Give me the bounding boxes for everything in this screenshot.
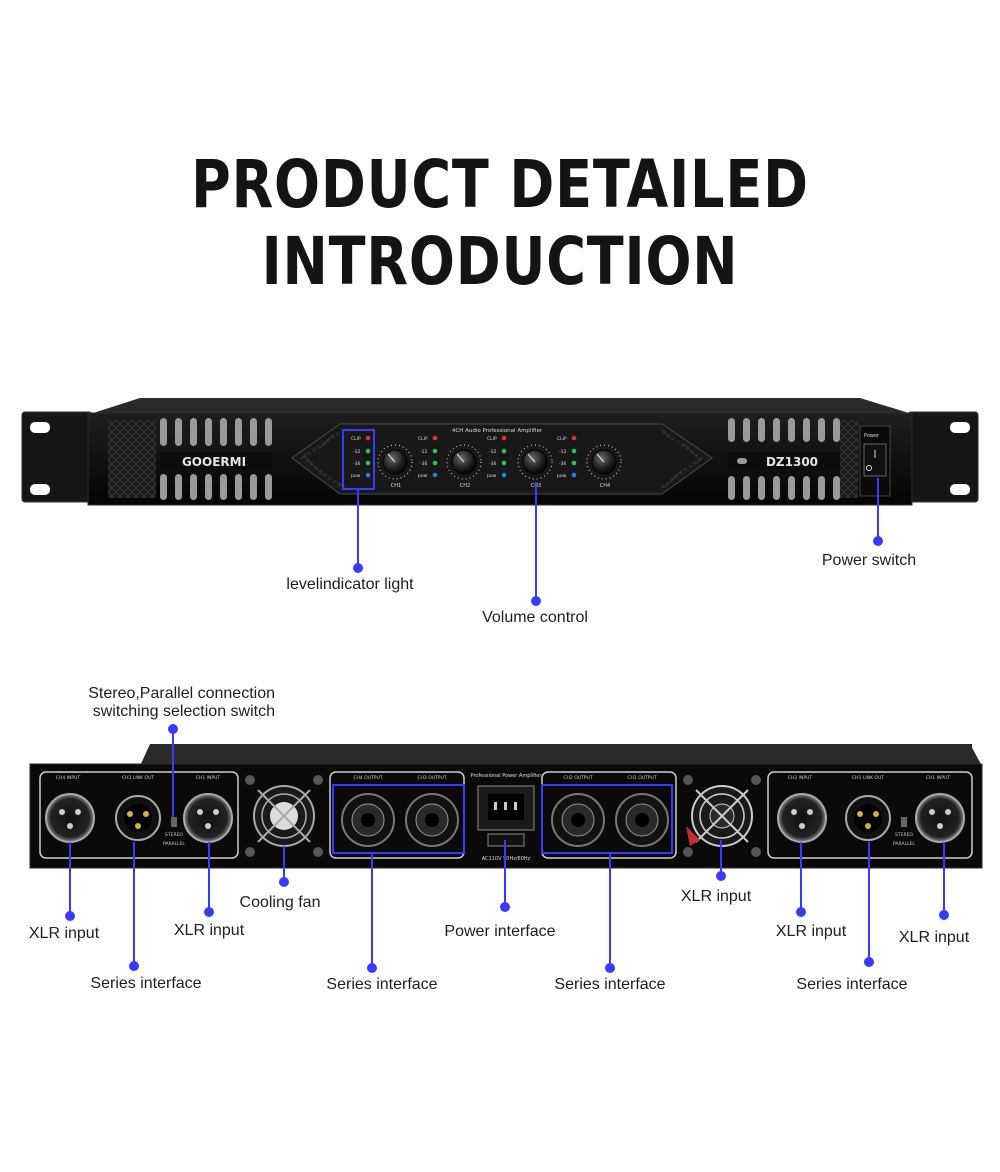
callout-series-interface-1: Series interface bbox=[90, 975, 202, 992]
power-text: Power bbox=[864, 433, 880, 439]
svg-text:CLIP: CLIP bbox=[418, 436, 428, 442]
svg-text:CH2 OUTPUT: CH2 OUTPUT bbox=[563, 775, 592, 781]
svg-text:-12: -12 bbox=[420, 449, 427, 455]
svg-text:CH2: CH2 bbox=[460, 483, 470, 489]
svg-text:-12: -12 bbox=[489, 449, 496, 455]
svg-text:CH1 INPUT: CH1 INPUT bbox=[926, 775, 951, 781]
callout-series-interface-2: Series interface bbox=[326, 976, 438, 993]
rear-callout-lines bbox=[65, 724, 949, 973]
svg-text:-12: -12 bbox=[353, 449, 360, 455]
callout-level-indicator: levelindicator light bbox=[286, 576, 414, 593]
svg-text:pow: pow bbox=[351, 474, 361, 479]
svg-text:PARALLEL: PARALLEL bbox=[893, 841, 915, 847]
svg-text:CH1: CH1 bbox=[391, 483, 401, 489]
svg-text:CH4 OUTPUT: CH4 OUTPUT bbox=[353, 775, 382, 781]
callout-series-interface-4: Series interface bbox=[796, 976, 908, 993]
svg-text:CH1 LINK OUT: CH1 LINK OUT bbox=[852, 775, 884, 781]
svg-text:CH1 INPUT: CH1 INPUT bbox=[196, 775, 221, 781]
channel-strip-1: CLIP -12 -36 pow CH1 bbox=[351, 435, 413, 489]
svg-text:CH3 OUTPUT: CH3 OUTPUT bbox=[417, 775, 446, 781]
panel-subtitle: 4CH Audio Professional Amplifier bbox=[452, 428, 543, 434]
svg-text:pow: pow bbox=[557, 474, 567, 479]
callout-volume-control: Volume control bbox=[482, 609, 588, 626]
callout-stereo-parallel-line1: Stereo,Parallel connection bbox=[88, 685, 275, 702]
power-rating: AC110V 50Hz/60Hz bbox=[482, 856, 531, 862]
callout-cooling-fan: Cooling fan bbox=[239, 894, 321, 911]
svg-text:CH2 INPUT: CH2 INPUT bbox=[788, 775, 813, 781]
svg-text:CH4: CH4 bbox=[600, 483, 610, 489]
callout-power-interface: Power interface bbox=[444, 923, 556, 940]
svg-text:-36: -36 bbox=[559, 461, 566, 467]
svg-text:-36: -36 bbox=[353, 461, 360, 467]
svg-text:-12: -12 bbox=[559, 449, 566, 455]
svg-text:STEREO: STEREO bbox=[895, 832, 913, 838]
svg-text:STEREO: STEREO bbox=[165, 832, 183, 838]
svg-text:CH3 LINK OUT: CH3 LINK OUT bbox=[122, 775, 154, 781]
svg-text:CLIP: CLIP bbox=[557, 436, 567, 442]
svg-text:CH1 OUTPUT: CH1 OUTPUT bbox=[627, 775, 656, 781]
callout-stereo-parallel-line2: switching selection switch bbox=[92, 703, 275, 720]
channel-strip-2: CLIP -12 -36 pow CH2 bbox=[418, 435, 482, 489]
svg-text:pow: pow bbox=[487, 474, 497, 479]
page-headline: PRODUCT DETAILED INTRODUCTION bbox=[191, 146, 809, 300]
svg-text:-36: -36 bbox=[489, 461, 496, 467]
callout-series-interface-3: Series interface bbox=[554, 976, 666, 993]
svg-text:-36: -36 bbox=[420, 461, 427, 467]
callout-xlr-input-2: XLR input bbox=[173, 922, 245, 939]
svg-text:CLIP: CLIP bbox=[351, 436, 361, 442]
model-label: DZ1300 bbox=[766, 455, 818, 469]
brand-label: GOOERMI bbox=[182, 455, 246, 469]
svg-text:CLIP: CLIP bbox=[487, 436, 497, 442]
channel-strip-4: CLIP -12 -36 pow CH4 bbox=[557, 435, 622, 489]
callout-xlr-input-1: XLR input bbox=[28, 925, 100, 942]
front-panel: GOOERMI DZ1300 4CH Audio Professional Am… bbox=[21, 398, 979, 506]
svg-text:CH4 INPUT: CH4 INPUT bbox=[56, 775, 81, 781]
callout-xlr-input-3: XLR input bbox=[680, 888, 752, 905]
front-callout-lines bbox=[353, 478, 883, 606]
svg-text:PARALLEL: PARALLEL bbox=[163, 841, 185, 847]
callout-xlr-input-5: XLR input bbox=[898, 929, 970, 946]
svg-text:pow: pow bbox=[418, 474, 428, 479]
callout-power-switch: Power switch bbox=[821, 552, 917, 569]
callout-xlr-input-4: XLR input bbox=[775, 923, 847, 940]
rear-panel-title: Professional Power Amplifier bbox=[471, 773, 543, 779]
